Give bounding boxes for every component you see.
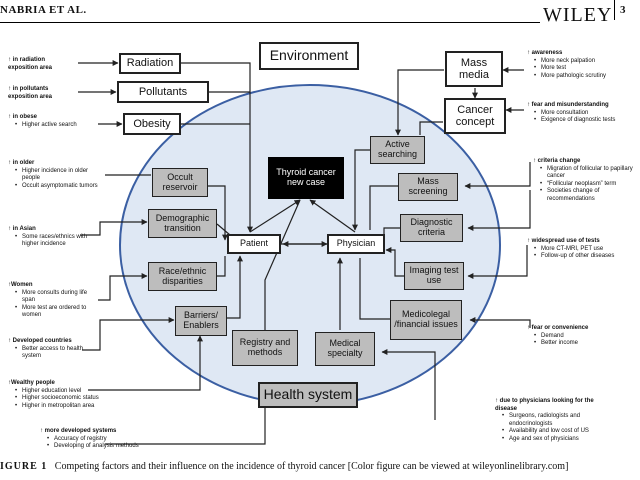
note-item: Higher incidence in older people: [15, 168, 104, 183]
note-item: Follow-up of other diseases: [534, 253, 614, 261]
note-head: ↑ in pollutants exposition area: [8, 86, 53, 100]
note-head: ↑ in obese: [8, 114, 38, 120]
note-pollutants: ↑ in pollutants exposition area: [8, 86, 76, 101]
note-head: ↑ more developed systems: [40, 428, 117, 434]
demographic-transition-box: Demographic transition: [148, 209, 217, 238]
note-head: ↑Women: [8, 282, 33, 288]
note-head: ↑ fear or convenience: [527, 325, 589, 331]
obesity-box: Obesity: [123, 113, 181, 135]
active-searching-box: Active searching: [370, 136, 425, 164]
environment-box: Environment: [259, 42, 359, 70]
note-item: More consults during life span: [15, 290, 100, 305]
note-obese: ↑ in obese Higher active search: [8, 114, 92, 129]
note-item: Higher in metropolitan area: [15, 403, 99, 411]
occult-reservoir-box: Occult reservoir: [152, 168, 208, 197]
race-ethnic-box: Race/ethnic disparities: [148, 262, 217, 291]
note-criteria: ↑ criteria change Migration of follicula…: [533, 158, 637, 203]
note-awareness: ↑ awareness More neck palpation More tes…: [527, 50, 606, 80]
note-item: More test are ordered to women: [15, 305, 100, 320]
note-women: ↑Women More consults during life span Mo…: [8, 282, 100, 320]
patient-box: Patient: [227, 234, 281, 254]
publisher-logo: WILEY: [543, 4, 613, 26]
note-developed-countries: ↑ Developed countries Better access to h…: [8, 338, 84, 361]
note-item: More CT-MRI, PET use: [534, 246, 614, 254]
header-divider: [614, 0, 615, 20]
note-item: Higher socioeconomic status: [15, 395, 99, 403]
imaging-test-use-box: Imaging test use: [404, 262, 464, 290]
page-number: 3: [620, 4, 626, 16]
note-item: Exigence of diagnostic tests: [534, 117, 615, 125]
note-item: Demand: [534, 333, 588, 341]
figure-label: IGURE 1: [0, 461, 48, 472]
note-item: More consultation: [534, 110, 615, 118]
note-head: ↑ criteria change: [533, 158, 581, 164]
radiation-box: Radiation: [119, 53, 181, 74]
note-fear-convenience: ↑ fear or convenience Demand Better inco…: [527, 325, 588, 348]
note-item: Migration of follicular to papillary can…: [540, 166, 637, 181]
pollutants-box: Pollutants: [117, 81, 209, 103]
note-item: More neck palpation: [534, 58, 606, 66]
note-item: More test: [534, 65, 606, 73]
diagnostic-criteria-box: Diagnostic criteria: [400, 214, 463, 242]
note-item: Surgeons, radiologists and endocrinologi…: [502, 413, 619, 428]
note-item: Age and sex of physicians: [502, 436, 619, 444]
registry-methods-box: Registry and methods: [232, 330, 298, 366]
physician-box: Physician: [327, 234, 385, 254]
note-head: ↑ in Asian: [8, 226, 36, 232]
note-head: ↑ Developed countries: [8, 338, 72, 344]
note-item: Better income: [534, 340, 588, 348]
note-item: Developing of analysis methods: [47, 443, 139, 451]
note-item: Societies change of recommendations: [540, 188, 637, 203]
note-asian: ↑ in Asian Some races/ethnics with highe…: [8, 226, 94, 249]
note-item: Occult asymptomatic tumors: [15, 183, 104, 191]
health-system-box: Health system: [258, 382, 358, 408]
note-head: ↑ widespread use of tests: [527, 238, 600, 244]
note-radiation: ↑ in radiation exposition area: [8, 57, 76, 72]
running-header-authors: NABRIA ET AL.: [0, 4, 87, 16]
mass-screening-box: Mass screening: [398, 173, 458, 201]
note-head: ↑ in radiation exposition area: [8, 57, 53, 71]
note-head: ↑Wealthy people: [8, 380, 55, 386]
figure-caption: IGURE 1 Competing factors and their infl…: [0, 461, 568, 472]
note-item: Higher active search: [15, 122, 92, 130]
note-head: ↑ fear and misunderstanding: [527, 102, 609, 108]
note-item: More pathologic scrutiny: [534, 73, 606, 81]
note-item: Higher education level: [15, 388, 99, 396]
note-head: ↑ due to physicians looking for the dise…: [495, 398, 594, 412]
caption-text: Competing factors and their influence on…: [54, 461, 569, 472]
note-item: Better access to health system: [15, 346, 84, 361]
mass-media-box: Mass media: [445, 51, 503, 87]
note-head: ↑ in older: [8, 160, 35, 166]
medicolegal-box: Medicolegal /financial issues: [390, 300, 462, 340]
cancer-concept-box: Cancer concept: [444, 98, 506, 134]
note-item: Accuracy of registry: [47, 436, 139, 444]
thyroid-cancer-box: Thyroid cancer new case: [268, 157, 344, 199]
note-item: “Follicular neoplasm” term: [540, 181, 637, 189]
barriers-enablers-box: Barriers/ Enablers: [175, 306, 227, 336]
header-rule: [0, 22, 540, 23]
note-item: Availability and low cost of US: [502, 428, 619, 436]
note-fear-misunderstanding: ↑ fear and misunderstanding More consult…: [527, 102, 615, 125]
medical-specialty-box: Medical specialty: [315, 332, 375, 366]
note-wealthy: ↑Wealthy people Higher education level H…: [8, 380, 99, 410]
note-physicians: ↑ due to physicians looking for the dise…: [495, 398, 619, 443]
note-head: ↑ awareness: [527, 50, 563, 56]
note-older: ↑ in older Higher incidence in older peo…: [8, 160, 104, 190]
note-widespread: ↑ widespread use of tests More CT-MRI, P…: [527, 238, 614, 261]
note-developed-systems: ↑ more developed systems Accuracy of reg…: [40, 428, 139, 451]
note-item: Some races/ethnics with higher incidence: [15, 234, 94, 249]
